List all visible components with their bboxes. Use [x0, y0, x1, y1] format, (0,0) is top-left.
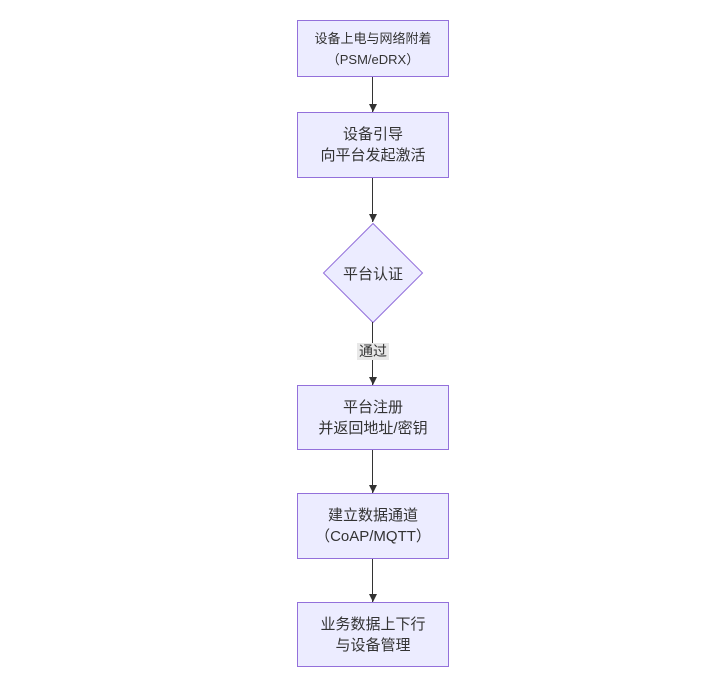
node-bootstrap: 设备引导 向平台发起激活 [297, 112, 449, 178]
node-label-line: 平台注册 [342, 398, 403, 416]
arrowhead-down-icon [368, 214, 377, 222]
node-label-line: （PSM/eDRX） [326, 51, 420, 67]
node-label-line: 与设备管理 [335, 636, 411, 654]
node-label-line: 并返回地址/密钥 [318, 419, 428, 437]
node-label-line: 建立数据通道 [327, 507, 418, 524]
node-data-channel: 建立数据通道 （CoAP/MQTT） [297, 493, 449, 559]
node-business-data: 业务数据上下行 与设备管理 [297, 602, 449, 667]
arrow-channel-to-business [368, 559, 377, 602]
arrowhead-down-icon [368, 594, 377, 602]
node-power-attach: 设备上电与网络附着 （PSM/eDRX） [297, 20, 449, 77]
arrow-register-to-channel [368, 450, 377, 493]
node-label-line: 业务数据上下行 [320, 615, 426, 633]
edge-label-pass: 通过 [357, 343, 389, 360]
node-label-line: 设备引导 [342, 126, 403, 143]
node-label-line: 向平台发起激活 [320, 147, 426, 164]
node-label-line: 设备上电与网络附着 [314, 30, 432, 46]
arrowhead-down-icon [368, 104, 377, 112]
arrow-power-to-bootstrap [368, 77, 377, 112]
node-platform-register: 平台注册 并返回地址/密钥 [297, 385, 449, 450]
arrow-bootstrap-to-auth [368, 178, 377, 222]
arrowhead-down-icon [368, 377, 377, 385]
decision-platform-auth: 平台认证 [322, 222, 424, 324]
arrowhead-down-icon [368, 485, 377, 493]
node-label-line: 平台认证 [342, 265, 403, 283]
node-label-line: （CoAP/MQTT） [315, 528, 431, 545]
